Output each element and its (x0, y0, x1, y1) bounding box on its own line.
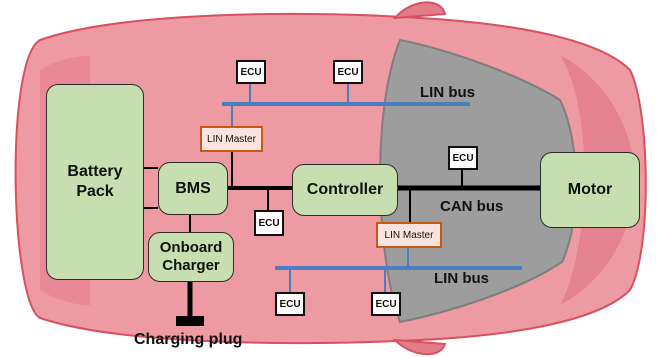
controller-block: Controller (292, 164, 398, 216)
ecu-label: ECU (337, 66, 359, 78)
motor-label: Motor (567, 181, 613, 198)
charging-plug-connector (176, 316, 204, 326)
ecu-can-right: ECU (448, 146, 478, 170)
ecu-bottom-right: ECU (371, 292, 401, 316)
car-mirror-bottom (392, 338, 447, 356)
charging-plug-label: Charging plug (134, 331, 243, 348)
lin-master-label: LIN Master (207, 133, 256, 145)
controller-label: Controller (306, 181, 384, 198)
onboard-charger-block: Onboard Charger (148, 232, 234, 282)
lin-master-top: LIN Master (200, 126, 263, 152)
can-bus-label: CAN bus (440, 198, 504, 215)
onboard-charger-label: Onboard Charger (159, 239, 223, 274)
ecu-label: ECU (258, 217, 280, 229)
ecu-label: ECU (375, 298, 397, 310)
bms-label: BMS (175, 179, 211, 197)
bms-block: BMS (158, 162, 228, 215)
lin-bus-top-label: LIN bus (420, 84, 475, 101)
ecu-can-left: ECU (254, 210, 284, 236)
lin-master-label: LIN Master (384, 229, 434, 241)
ecu-top-left: ECU (236, 60, 266, 84)
lin-bus-bottom-label: LIN bus (434, 270, 489, 287)
motor-block: Motor (540, 152, 640, 228)
car-mirror-top (392, 1, 447, 20)
battery-pack-label: Battery Pack (67, 163, 123, 200)
battery-pack-block: Battery Pack (46, 84, 144, 280)
ecu-label: ECU (452, 152, 474, 164)
lin-master-bottom: LIN Master (376, 222, 442, 248)
ecu-label: ECU (240, 66, 262, 78)
ecu-top-right: ECU (333, 60, 363, 84)
ecu-label: ECU (279, 298, 301, 310)
ecu-bottom-left: ECU (275, 292, 305, 316)
